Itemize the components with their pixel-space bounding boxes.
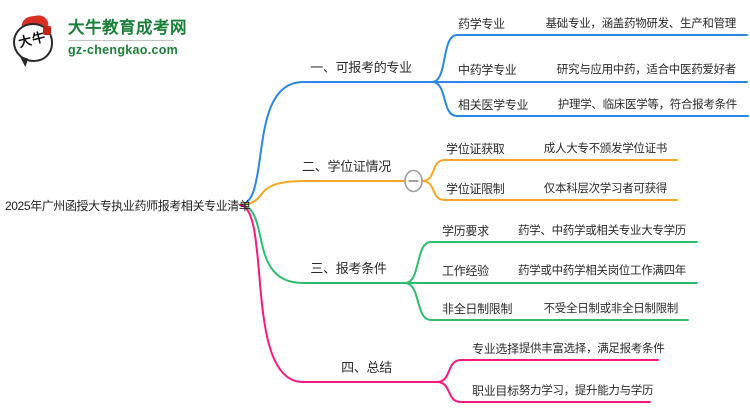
node-row-tcm-pharmacy[interactable]: 中药学专业 研究与应用中药，适合中医药爱好者: [446, 58, 746, 80]
node-row-fulltime-limit[interactable]: 非全日制限制 不受全日制或非全日制限制: [430, 297, 688, 319]
branch-3-label[interactable]: 三、报考条件: [310, 261, 387, 276]
logo-red-seal: [43, 26, 51, 35]
branch-3-main-line: [239, 204, 406, 284]
branch-1-main-line: [239, 81, 433, 206]
node-desc: 药学或中药学相关岗位工作满四年: [518, 265, 686, 277]
node-desc: 药学、中药学或相关专业大专学历: [518, 225, 686, 237]
branch-1-label[interactable]: 一、可报考的专业: [310, 60, 412, 75]
node-desc: 提供丰富选择，满足报考条件: [518, 343, 665, 355]
node-desc: 护理学、临床医学等，符合报考条件: [557, 99, 738, 111]
node-label: 学位证限制: [446, 181, 505, 196]
branch-4-label[interactable]: 四、总结: [341, 360, 392, 375]
node-row-degree-limit[interactable]: 学位证限制 仅本科层次学习者可获得: [434, 177, 677, 199]
branch-1-child-1-line: [431, 34, 748, 83]
node-label: 学位证获取: [446, 141, 505, 156]
node-desc: 研究与应用中药，适合中医药爱好者: [556, 64, 737, 76]
node-label: 药学专业: [458, 16, 505, 31]
node-desc: 努力学习，提升能力与学历: [518, 385, 654, 397]
site-logo[interactable]: 大牛 大牛教育成考网 gz-chengkao.com: [12, 13, 187, 68]
branch-4-child-2-line: [436, 381, 651, 403]
branch-2-label[interactable]: 二、学位证情况: [302, 159, 391, 174]
node-row-pharmacy[interactable]: 药学专业 基础专业，涵盖药物研发、生产和管理: [446, 12, 746, 34]
branch-2-main-line: [239, 180, 406, 206]
branch-1-child-3-line: [431, 81, 749, 117]
collapse-icon[interactable]: [404, 169, 423, 193]
branch-3-child-3-line: [404, 282, 689, 321]
node-desc: 基础专业，涵盖药物研发、生产和管理: [545, 18, 737, 30]
node-label: 相关医学专业: [458, 97, 529, 112]
logo-divider: [68, 40, 174, 41]
node-desc: 成人大专不颁发学位证书: [543, 143, 668, 155]
node-row-work-experience[interactable]: 工作经验 药学或中药学相关岗位工作满四年: [430, 259, 696, 281]
branch-3-child-1-line: [404, 241, 698, 284]
node-label: 中药学专业: [458, 62, 517, 77]
branch-2-child-1-line: [421, 159, 678, 182]
node-row-career-goal[interactable]: 职业目标 努力学习，提升能力与学历: [460, 379, 654, 401]
node-row-degree-obtain[interactable]: 学位证获取 成人大专不颁发学位证书: [434, 137, 677, 159]
node-desc: 不受全日制或非全日制限制: [543, 303, 679, 315]
node-label: 职业目标: [472, 383, 519, 398]
node-label: 专业选择: [472, 341, 519, 356]
site-name: 大牛教育成考网: [68, 19, 187, 37]
node-label: 学历要求: [442, 223, 489, 238]
node-row-education-requirement[interactable]: 学历要求 药学、中药学或相关专业大专学历: [430, 219, 696, 241]
branch-4-child-1-line: [436, 359, 659, 383]
node-row-related-medicine[interactable]: 相关医学专业 护理学、临床医学等，符合报考条件: [446, 93, 747, 115]
daniu-logo-icon: 大牛: [12, 13, 60, 68]
node-desc: 仅本科层次学习者可获得: [543, 183, 668, 195]
branch-3-connectors: [239, 204, 698, 321]
node-row-major-choice[interactable]: 专业选择 提供丰富选择，满足报考条件: [460, 337, 665, 359]
node-label: 工作经验: [442, 263, 489, 278]
branch-2-connectors: [239, 159, 678, 206]
central-topic-node[interactable]: 2025年广州函授大专执业药师报考相关专业清单: [5, 199, 251, 213]
node-label: 非全日制限制: [442, 301, 513, 316]
branch-4-connectors: [239, 204, 659, 403]
branch-2-child-2-line: [421, 180, 678, 201]
logo-text-block: 大牛教育成考网 gz-chengkao.com: [68, 13, 187, 57]
branch-4-main-line: [239, 204, 438, 383]
site-url: gz-chengkao.com: [68, 43, 179, 57]
branch-1-connectors: [239, 34, 749, 206]
